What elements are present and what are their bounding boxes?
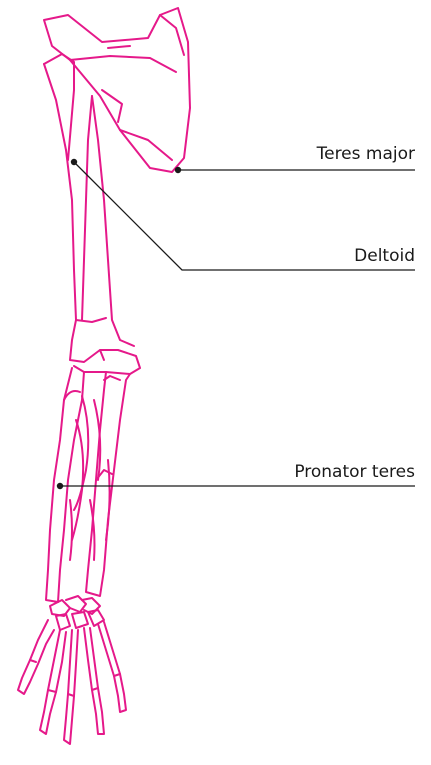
forearm-muscle-outlines <box>70 396 110 560</box>
dot-teres-major <box>175 167 181 173</box>
ulna <box>46 368 84 602</box>
label-deltoid: Deltoid <box>354 248 415 265</box>
radius <box>86 372 130 596</box>
label-pronator-teres: Pronator teres <box>294 464 415 481</box>
label-teres-major: Teres major <box>317 146 415 163</box>
metacarpals-phalanges <box>18 620 126 744</box>
dot-deltoid <box>71 159 77 165</box>
carpals <box>50 596 104 630</box>
dot-pronator-teres <box>57 483 63 489</box>
